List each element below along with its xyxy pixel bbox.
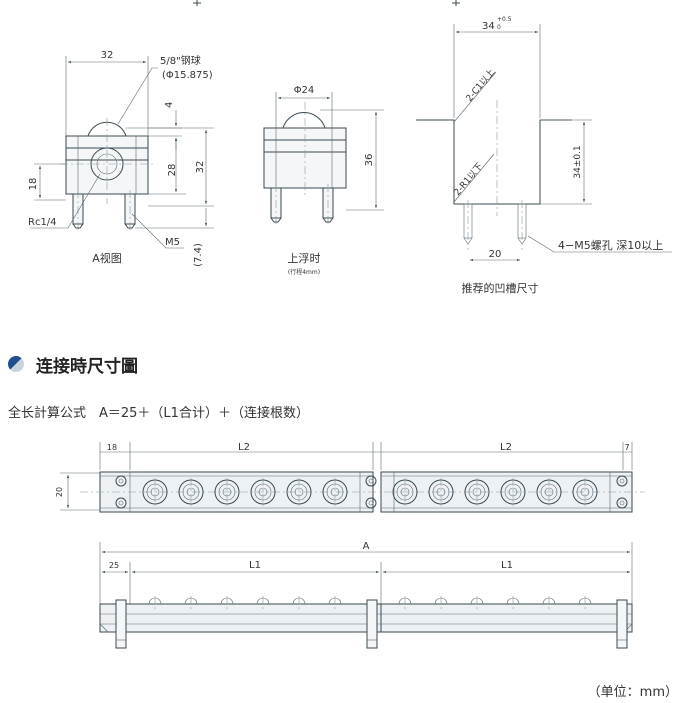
ball-port — [536, 478, 562, 506]
top-view: 18 L2 L2 7 20 — [55, 442, 645, 513]
top-dim-L2a: L2 — [238, 442, 250, 453]
front-ball-mark — [434, 596, 448, 612]
front-ball-mark — [398, 596, 412, 612]
front-ball-mark — [184, 596, 198, 612]
top-dim-20: 20 — [55, 487, 64, 497]
float-dim-dia: Φ24 — [294, 85, 315, 96]
float-subcaption: (行程4mm) — [288, 268, 320, 276]
ball-port — [214, 478, 240, 506]
front-dim-25: 25 — [109, 561, 119, 570]
ball-port — [250, 478, 276, 506]
chamfer2-label: 2-R1以下 — [453, 162, 486, 198]
ball-ports-left — [142, 478, 348, 506]
section-title: 连接時尺寸圖 — [36, 357, 138, 377]
front-ball-mark — [506, 596, 520, 612]
screw-label: 4−M5螺孔 深10以上 — [558, 239, 663, 252]
ball-port — [572, 478, 598, 506]
front-ball-mark — [148, 596, 162, 612]
view-a-dim-7-4: (7.4) — [193, 243, 204, 267]
top-screws — [115, 475, 628, 509]
front-bar — [99, 603, 633, 633]
front-ball-mark — [292, 596, 306, 612]
view-a: 32 5/8"钢球 (Φ15.875) 4 28 — [28, 50, 214, 267]
groove-dim-width: 34 — [482, 21, 495, 32]
top-dim-7: 7 — [624, 443, 629, 452]
front-ball-mark — [542, 596, 556, 612]
ball-port — [500, 478, 526, 506]
groove-dim-width-tol2: 0 — [497, 24, 501, 31]
groove-view: 34 +0.5 0 2-C1以上 2-R1以下 34±0.1 20 4−M5螺孔… — [416, 16, 672, 295]
float-dim-36: 36 — [364, 154, 375, 167]
groove-dim-height: 34±0.1 — [573, 145, 583, 178]
ball-port — [392, 478, 418, 506]
front-ball-mark — [220, 596, 234, 612]
front-view: A 25 L1 L1 — [99, 541, 633, 649]
front-ball-mark — [578, 596, 592, 612]
front-dim-L1a: L1 — [249, 560, 261, 571]
view-a-dim-4: 4 — [164, 102, 175, 108]
ball-port — [428, 478, 454, 506]
ball-port — [142, 478, 168, 506]
length-formula: 全长計算公式 A＝25＋（L1合计）＋（连接根数） — [8, 406, 309, 421]
front-dim-L1b: L1 — [501, 560, 513, 571]
front-ball-mark — [470, 596, 484, 612]
section-bullet-icon — [8, 356, 24, 372]
view-a-dim-18: 18 — [28, 178, 39, 191]
ball-port — [286, 478, 312, 506]
front-dim-A: A — [363, 541, 370, 552]
ball-label: 5/8"钢球 — [160, 54, 201, 67]
ball-port — [464, 478, 490, 506]
groove-dim-width-tol: +0.5 — [497, 16, 512, 23]
groove-caption: 推荐的凹槽尺寸 — [462, 281, 539, 295]
float-caption: 上浮时 — [288, 252, 321, 265]
top-dim-L2b: L2 — [500, 442, 512, 453]
view-a-dim-28: 28 — [167, 164, 178, 177]
float-view: Φ24 36 上浮时 (行程4mm) — [263, 85, 384, 276]
view-a-caption: A视图 — [92, 251, 122, 265]
ball-diameter: (Φ15.875) — [162, 70, 213, 81]
front-ball-marks — [148, 596, 592, 612]
front-ball-mark — [328, 596, 342, 612]
ball-port — [322, 478, 348, 506]
ball-ports-right — [392, 478, 598, 506]
rc-label: Rc1/4 — [28, 217, 57, 228]
ball-port — [178, 478, 204, 506]
view-a-dim-32: 32 — [101, 50, 114, 61]
unit-note: （单位：mm） — [587, 685, 678, 700]
chamfer1-label: 2-C1以上 — [464, 67, 497, 104]
front-ball-mark — [256, 596, 270, 612]
front-bolts — [115, 599, 628, 649]
m5-label: M5 — [165, 237, 180, 248]
view-a-dim-32-vert: 32 — [195, 161, 206, 174]
groove-dim-20: 20 — [489, 249, 502, 260]
top-dim-18: 18 — [107, 443, 117, 452]
